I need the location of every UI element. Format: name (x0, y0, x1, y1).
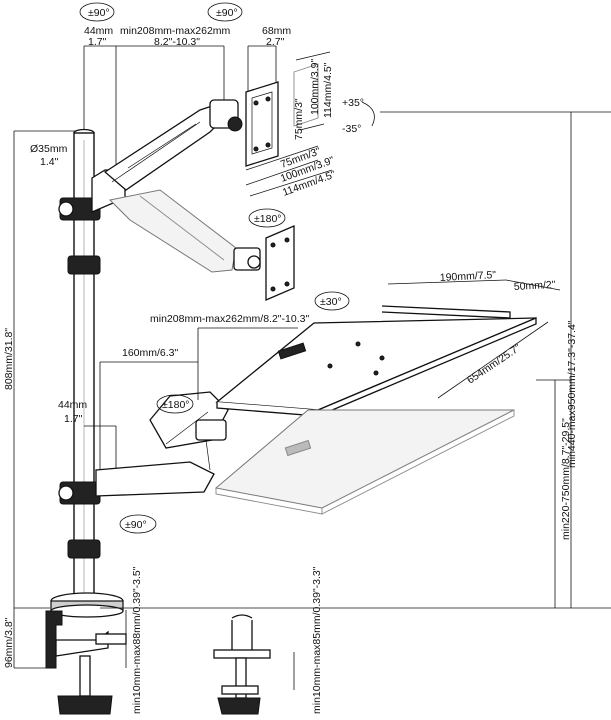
upper-arm (58, 99, 243, 221)
label-base-height: 96mm/3.8" (3, 617, 15, 668)
label-lower-offset: 160mm/6.3" (122, 347, 179, 359)
label-max-height: min440-max950mm/17.3"-37.4" (566, 320, 578, 468)
label-vesa-h114: 114mm/4.5" (322, 62, 334, 118)
middle-arm-ghost (108, 189, 295, 301)
label-pole-diameter-in: 1.4" (40, 156, 59, 168)
label-tilt-down: -35° (342, 123, 361, 135)
label-lower-pole-offset-in: 1.7" (64, 413, 83, 425)
label-tray-lip: 50mm/2" (514, 279, 556, 293)
rotation-markers (79, 2, 375, 534)
label-rot-top-left: ±90° (88, 7, 110, 19)
label-pole-diameter-mm: Ø35mm (30, 143, 68, 155)
label-tray-height: min220-750mm/8.7"-29.5" (560, 418, 572, 540)
label-total-height: 808mm/31.8" (3, 328, 15, 390)
desk-clamp (45, 592, 127, 715)
label-vesa-h75: 75mm/3" (293, 98, 305, 140)
lower-arm (58, 391, 229, 505)
label-rot-180-monitor: ±180° (254, 213, 281, 225)
label-lower-arm-range: min208mm-max262mm/8.2"-10.3" (150, 313, 309, 325)
label-pole-offset-mm: 44mm (84, 25, 113, 37)
label-vesa-depth-in: 2.7" (266, 36, 285, 48)
label-grommet-range: min10mm-max85mm/0.39"-3.3" (311, 566, 323, 714)
label-tray-rot: ±30° (320, 296, 342, 308)
label-rot-top-right: ±90° (216, 7, 238, 19)
label-lower-pole-offset-mm: 44mm (58, 399, 87, 411)
vesa-ghost (245, 63, 333, 197)
label-vesa-depth-mm: 68mm (262, 25, 291, 37)
keyboard-tray-ghost (214, 409, 515, 515)
dimension-labels: ±90° ±90° 44mm 1.7" min208mm-max262mm 8.… (3, 7, 578, 714)
label-rot-bottom: ±90° (125, 519, 147, 531)
dimension-lines (13, 45, 611, 690)
vesa-plate-upper (245, 81, 279, 167)
label-arm-range-mm: min208mm-max262mm (120, 25, 231, 37)
label-tilt-up: +35° (342, 97, 364, 109)
label-clamp-range: min10mm-max88mm/0.39"-3.5" (131, 566, 143, 714)
label-pole-offset-in: 1.7" (88, 36, 107, 48)
label-rot-180-tray: ±180° (162, 399, 189, 411)
label-vesa-h100: 100mm/3.9" (309, 58, 321, 115)
label-arm-range-in: 8.2"-10.3" (154, 36, 200, 48)
label-tray-width: 190mm/7.5" (440, 269, 497, 284)
grommet-mount (213, 614, 271, 715)
keyboard-tray (215, 305, 537, 417)
